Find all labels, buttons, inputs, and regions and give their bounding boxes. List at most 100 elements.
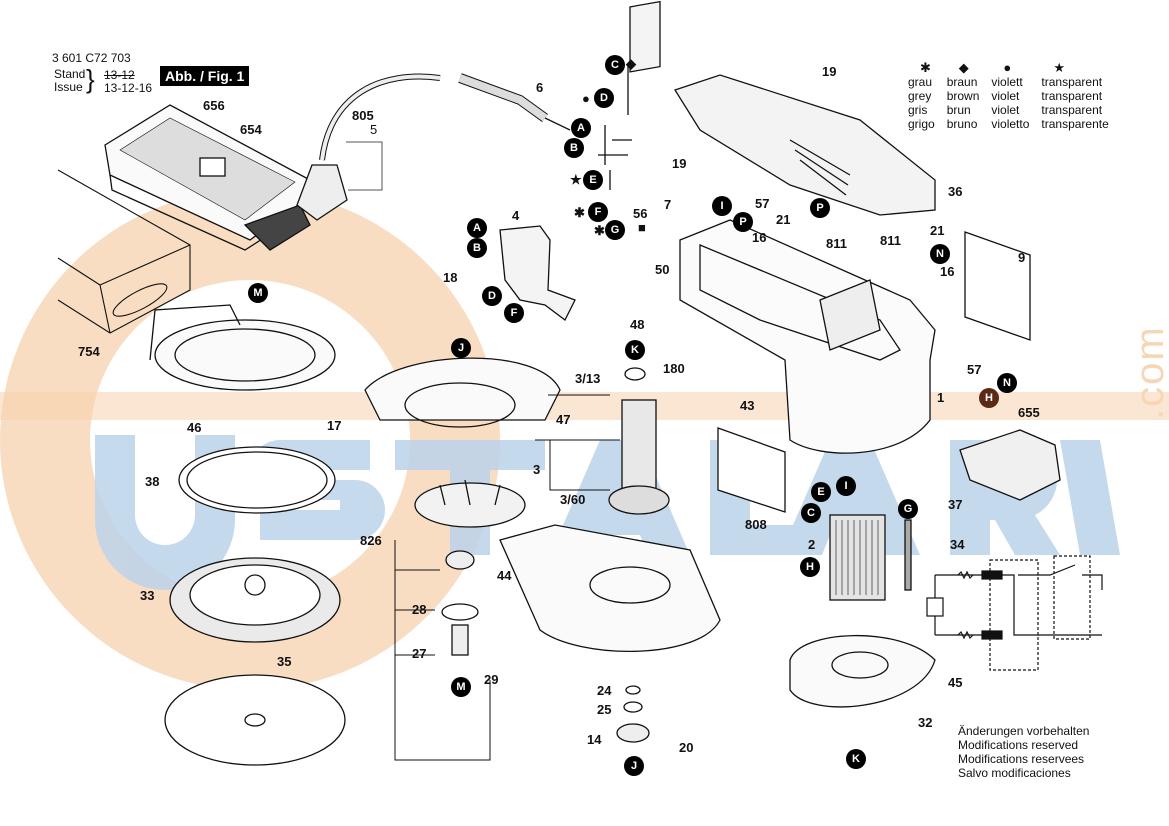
connector-badge-c[interactable]: C — [801, 503, 821, 523]
callout-37[interactable]: 37 — [948, 497, 963, 512]
diamond-mark: ◆ — [626, 56, 636, 71]
callout-811-b[interactable]: 811 — [880, 233, 901, 248]
callout-18[interactable]: 18 — [443, 270, 458, 285]
callout-14[interactable]: 14 — [587, 732, 602, 747]
connector-badge-e[interactable]: E — [583, 170, 603, 190]
connector-badge-g[interactable]: G — [605, 220, 625, 240]
connector-badge-p[interactable]: P — [810, 198, 830, 218]
star-mark: ★ — [570, 172, 582, 187]
callout-4[interactable]: 4 — [512, 208, 520, 223]
asterisk-icon: ✱ — [920, 60, 931, 75]
callout-28[interactable]: 28 — [412, 602, 427, 617]
callout-654[interactable]: 654 — [240, 122, 262, 137]
connector-badge-e[interactable]: E — [811, 482, 831, 502]
callout-3[interactable]: 3 — [533, 462, 541, 477]
connector-badge-h[interactable]: H — [800, 557, 820, 577]
star-icon: ★ — [1053, 60, 1066, 75]
callout-3-13[interactable]: 3/13 — [575, 371, 601, 386]
capacitor-part — [598, 0, 661, 190]
callout-57-a[interactable]: 57 — [755, 196, 770, 211]
callout-48[interactable]: 48 — [630, 317, 645, 332]
connector-badge-p[interactable]: P — [733, 212, 753, 232]
callout-21-b[interactable]: 21 — [930, 223, 945, 238]
callout-811-a[interactable]: 811 — [826, 236, 847, 251]
notice-line-de: Änderungen vorbehalten — [958, 724, 1090, 738]
connector-badge-i[interactable]: I — [712, 196, 732, 216]
handle-cap-part — [959, 429, 1061, 501]
callout-45[interactable]: 45 — [948, 675, 963, 690]
callout-1[interactable]: 1 — [937, 390, 945, 405]
callout-2[interactable]: 2 — [808, 537, 816, 552]
callout-9[interactable]: 9 — [1018, 250, 1026, 265]
callout-20[interactable]: 20 — [679, 740, 694, 755]
legend-cell: transparent — [1041, 89, 1103, 103]
connector-badge-m[interactable]: M — [451, 677, 471, 697]
connector-badge-j[interactable]: J — [451, 338, 471, 358]
callout-50[interactable]: 50 — [655, 262, 670, 277]
callout-6[interactable]: 6 — [536, 80, 544, 95]
callout-656[interactable]: 656 — [203, 98, 225, 113]
callout-57-b[interactable]: 57 — [967, 362, 982, 377]
part-number: 3 601 C72 703 — [52, 51, 131, 65]
connector-badge-a[interactable]: A — [467, 218, 487, 238]
callout-32[interactable]: 32 — [918, 715, 933, 730]
dust-box-part — [104, 104, 311, 251]
callout-21-a[interactable]: 21 — [776, 212, 791, 227]
callout-36[interactable]: 36 — [948, 184, 963, 199]
callout-33[interactable]: 33 — [140, 588, 155, 603]
callout-38[interactable]: 38 — [145, 474, 160, 489]
callout-47[interactable]: 47 — [556, 412, 571, 427]
legend-cell: violet — [991, 89, 1020, 103]
connector-badge-n[interactable]: N — [997, 373, 1017, 393]
callout-754[interactable]: 754 — [78, 344, 100, 359]
issue-label: Issue — [54, 80, 83, 94]
callout-46[interactable]: 46 — [187, 420, 202, 435]
callout-34[interactable]: 34 — [950, 537, 965, 552]
callout-805[interactable]: 805 — [352, 108, 374, 123]
connector-badge-h[interactable]: H — [979, 388, 999, 408]
callout-43[interactable]: 43 — [740, 398, 755, 413]
connector-badge-n[interactable]: N — [930, 244, 950, 264]
connector-badge-a[interactable]: A — [571, 118, 591, 138]
connector-badge-m[interactable]: M — [248, 283, 268, 303]
connector-badge-f[interactable]: F — [504, 303, 524, 323]
callout-19-b[interactable]: 19 — [822, 64, 837, 79]
connector-badge-k[interactable]: K — [625, 340, 645, 360]
connector-badge-g[interactable]: G — [898, 499, 918, 519]
connector-badge-d[interactable]: D — [482, 286, 502, 306]
fan-assembly-group — [364, 357, 561, 528]
callout-180[interactable]: 180 — [663, 361, 685, 376]
callout-7[interactable]: 7 — [664, 197, 672, 212]
callout-19-a[interactable]: 19 — [672, 156, 687, 171]
connector-badge-b[interactable]: B — [467, 238, 487, 258]
stand-label: Stand — [54, 67, 86, 81]
callout-655[interactable]: 655 — [1018, 405, 1040, 420]
connector-badge-k[interactable]: K — [846, 749, 866, 769]
issue-date: 13-12-16 — [104, 81, 153, 95]
callout-808[interactable]: 808 — [745, 517, 767, 532]
callout-826[interactable]: 826 — [360, 533, 382, 548]
callout-16-b[interactable]: 16 — [940, 264, 955, 279]
callout-17[interactable]: 17 — [327, 418, 342, 433]
connector-badge-d[interactable]: D — [594, 88, 614, 108]
callout-29[interactable]: 29 — [484, 672, 499, 687]
callout-35[interactable]: 35 — [277, 654, 292, 669]
callout-16-a[interactable]: 16 — [752, 230, 767, 245]
bearing-stack — [441, 550, 650, 743]
connector-badge-j[interactable]: J — [624, 756, 644, 776]
connector-badge-f[interactable]: F — [588, 202, 608, 222]
callout-56[interactable]: 56 — [633, 206, 648, 221]
legend-cell: brown — [946, 89, 980, 103]
motor-base-part — [789, 634, 936, 708]
callout-5[interactable]: 5 — [370, 122, 378, 137]
legend-cell: transparent — [1041, 103, 1103, 117]
callout-3-60[interactable]: 3/60 — [560, 492, 586, 507]
connector-badge-b[interactable]: B — [564, 138, 584, 158]
connector-badge-i[interactable]: I — [836, 476, 856, 496]
legend-cell: transparent — [1041, 75, 1103, 89]
callout-24[interactable]: 24 — [597, 683, 612, 698]
callout-25[interactable]: 25 — [597, 702, 612, 717]
callout-27[interactable]: 27 — [412, 646, 427, 661]
callout-44[interactable]: 44 — [497, 568, 512, 583]
connector-badge-c[interactable]: C — [605, 55, 625, 75]
